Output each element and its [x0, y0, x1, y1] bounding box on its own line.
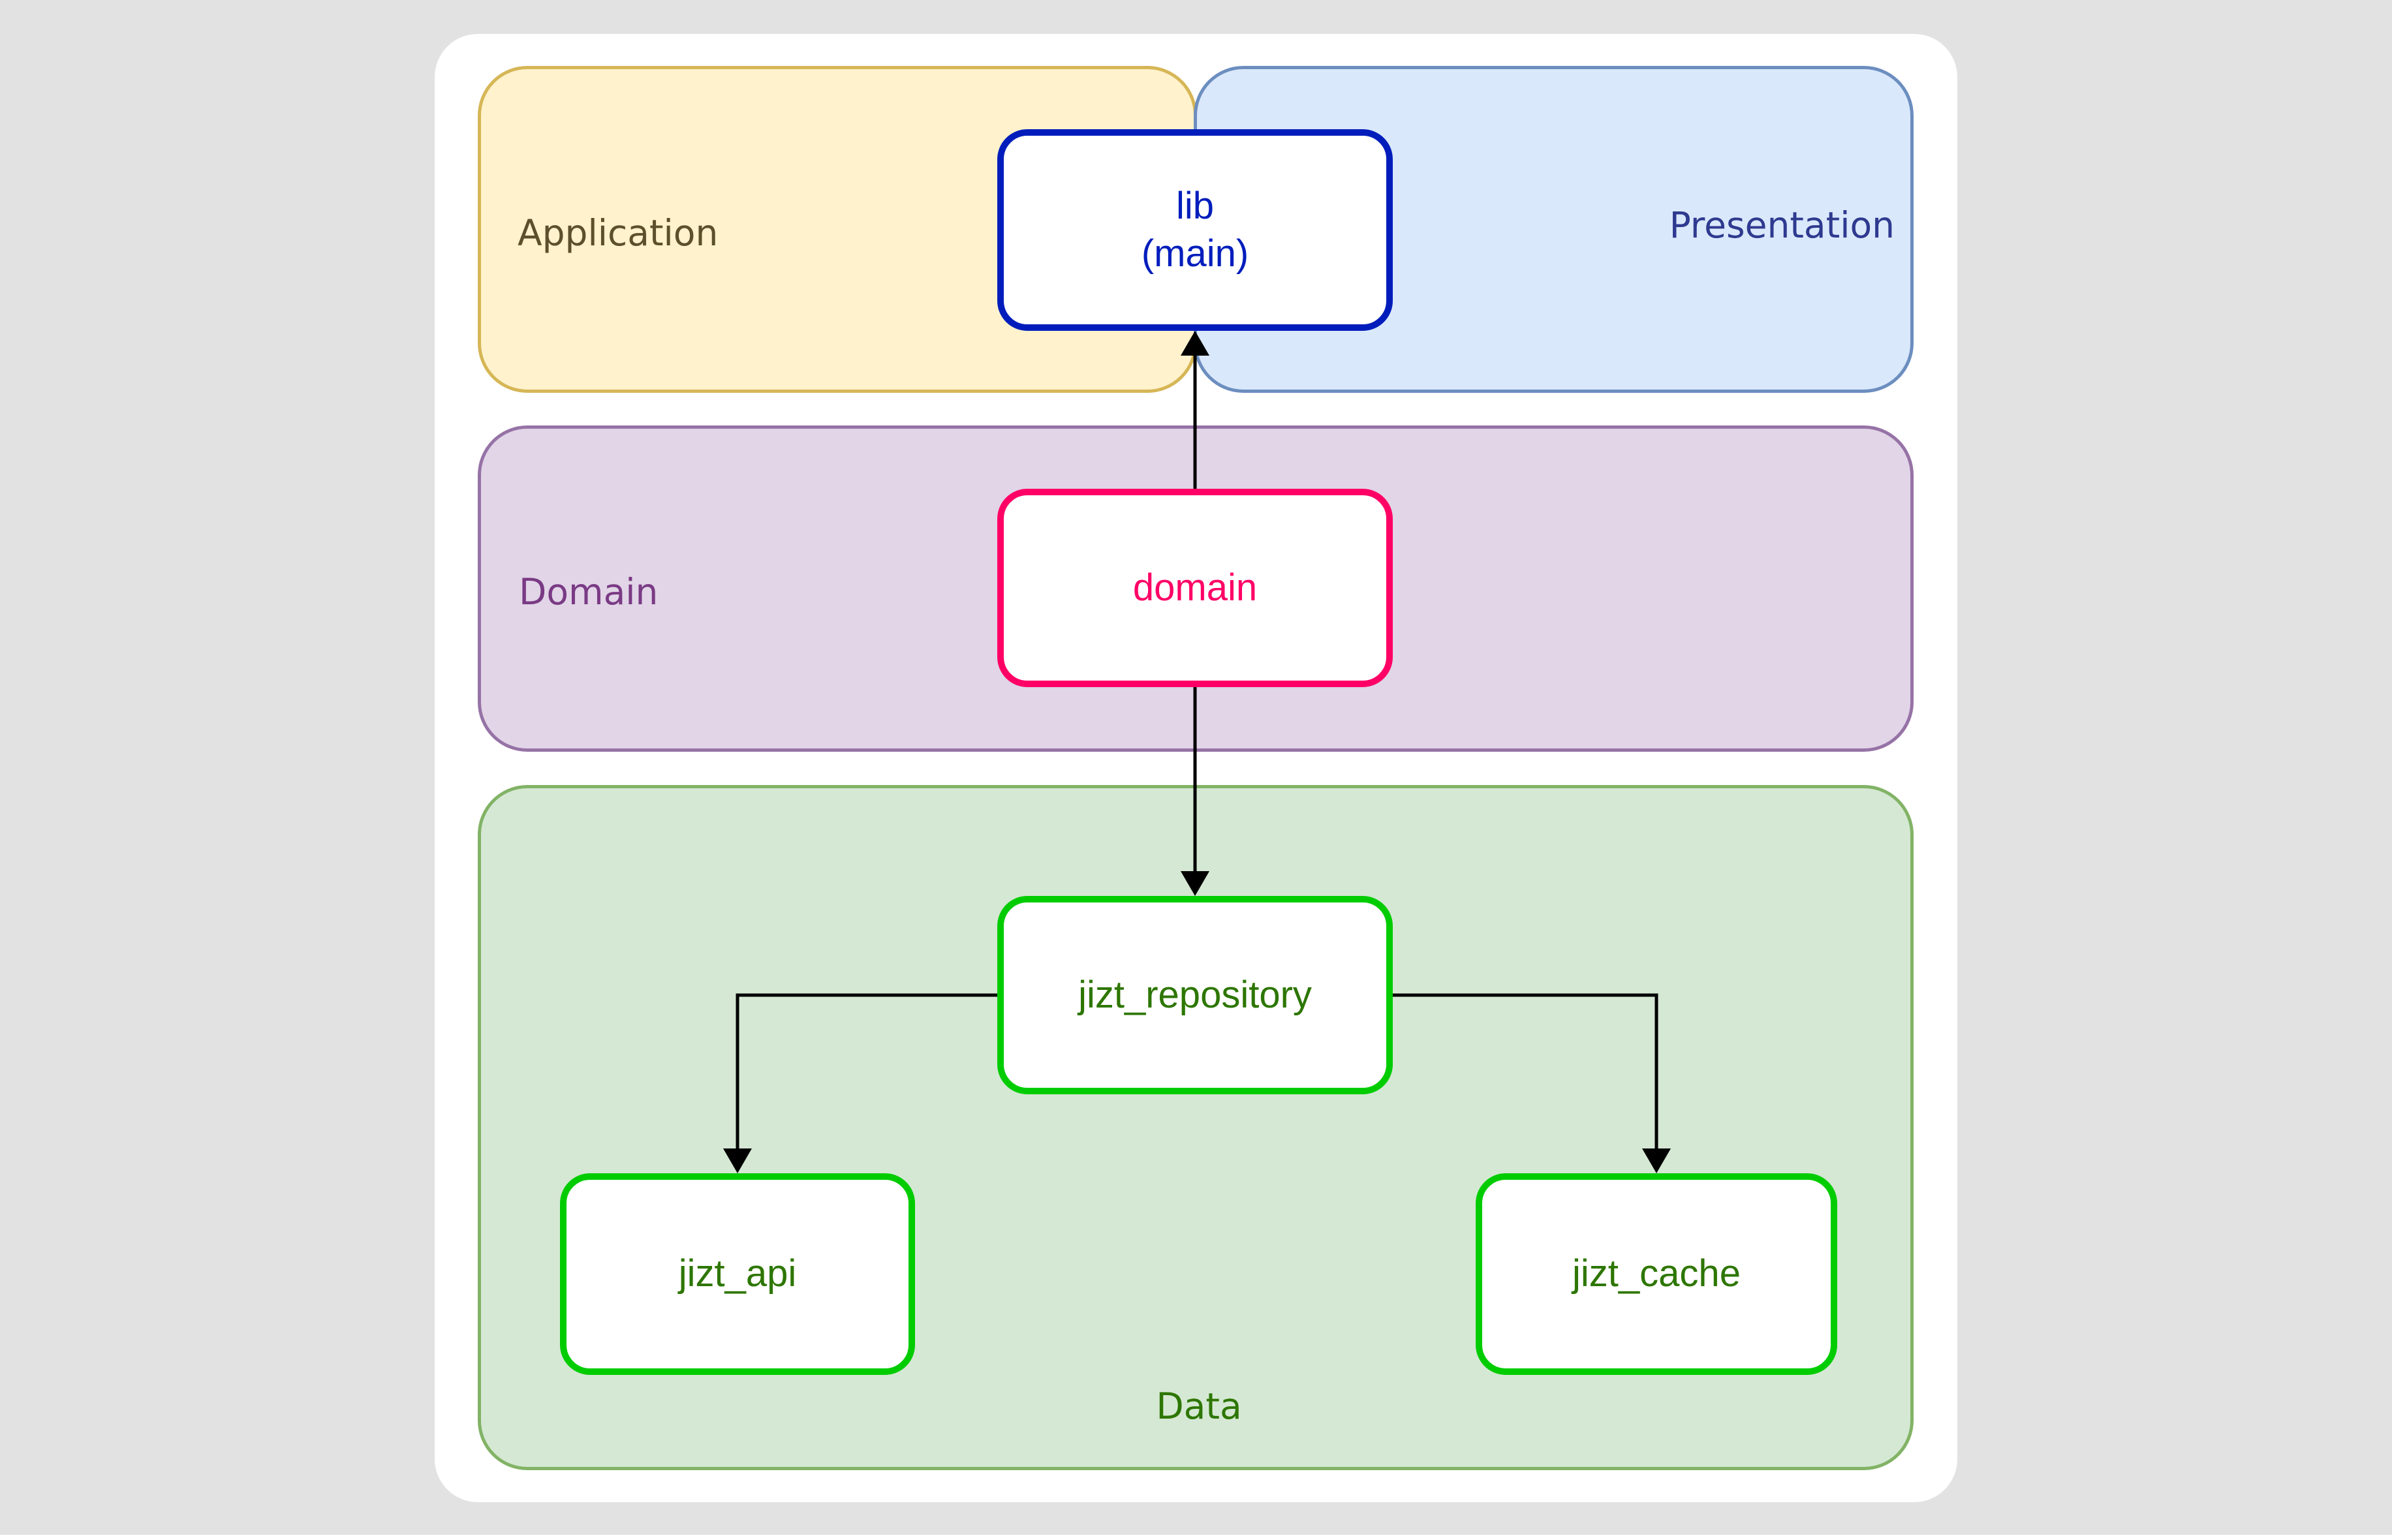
node-domain-label: domain: [1132, 566, 1258, 609]
node-jizt-repository-label: jizt_repository: [1078, 973, 1312, 1016]
node-jizt-cache[interactable]: jizt_cache: [1476, 1173, 1837, 1375]
node-lib-label: lib: [1175, 185, 1215, 227]
layer-presentation-label: Presentation: [1669, 204, 1895, 246]
layer-data-label: Data: [1156, 1385, 1242, 1427]
layer-domain-label: Domain: [519, 571, 659, 613]
node-jizt-api[interactable]: jizt_api: [560, 1173, 915, 1375]
node-lib[interactable]: lib (main): [997, 129, 1393, 331]
node-lib-sublabel: (main): [1141, 232, 1249, 275]
node-jizt-cache-label: jizt_cache: [1572, 1252, 1741, 1295]
node-jizt-api-label: jizt_api: [678, 1252, 797, 1295]
layer-application-label: Application: [518, 212, 719, 254]
node-jizt-repository[interactable]: jizt_repository: [997, 896, 1393, 1094]
node-domain[interactable]: domain: [997, 489, 1393, 687]
